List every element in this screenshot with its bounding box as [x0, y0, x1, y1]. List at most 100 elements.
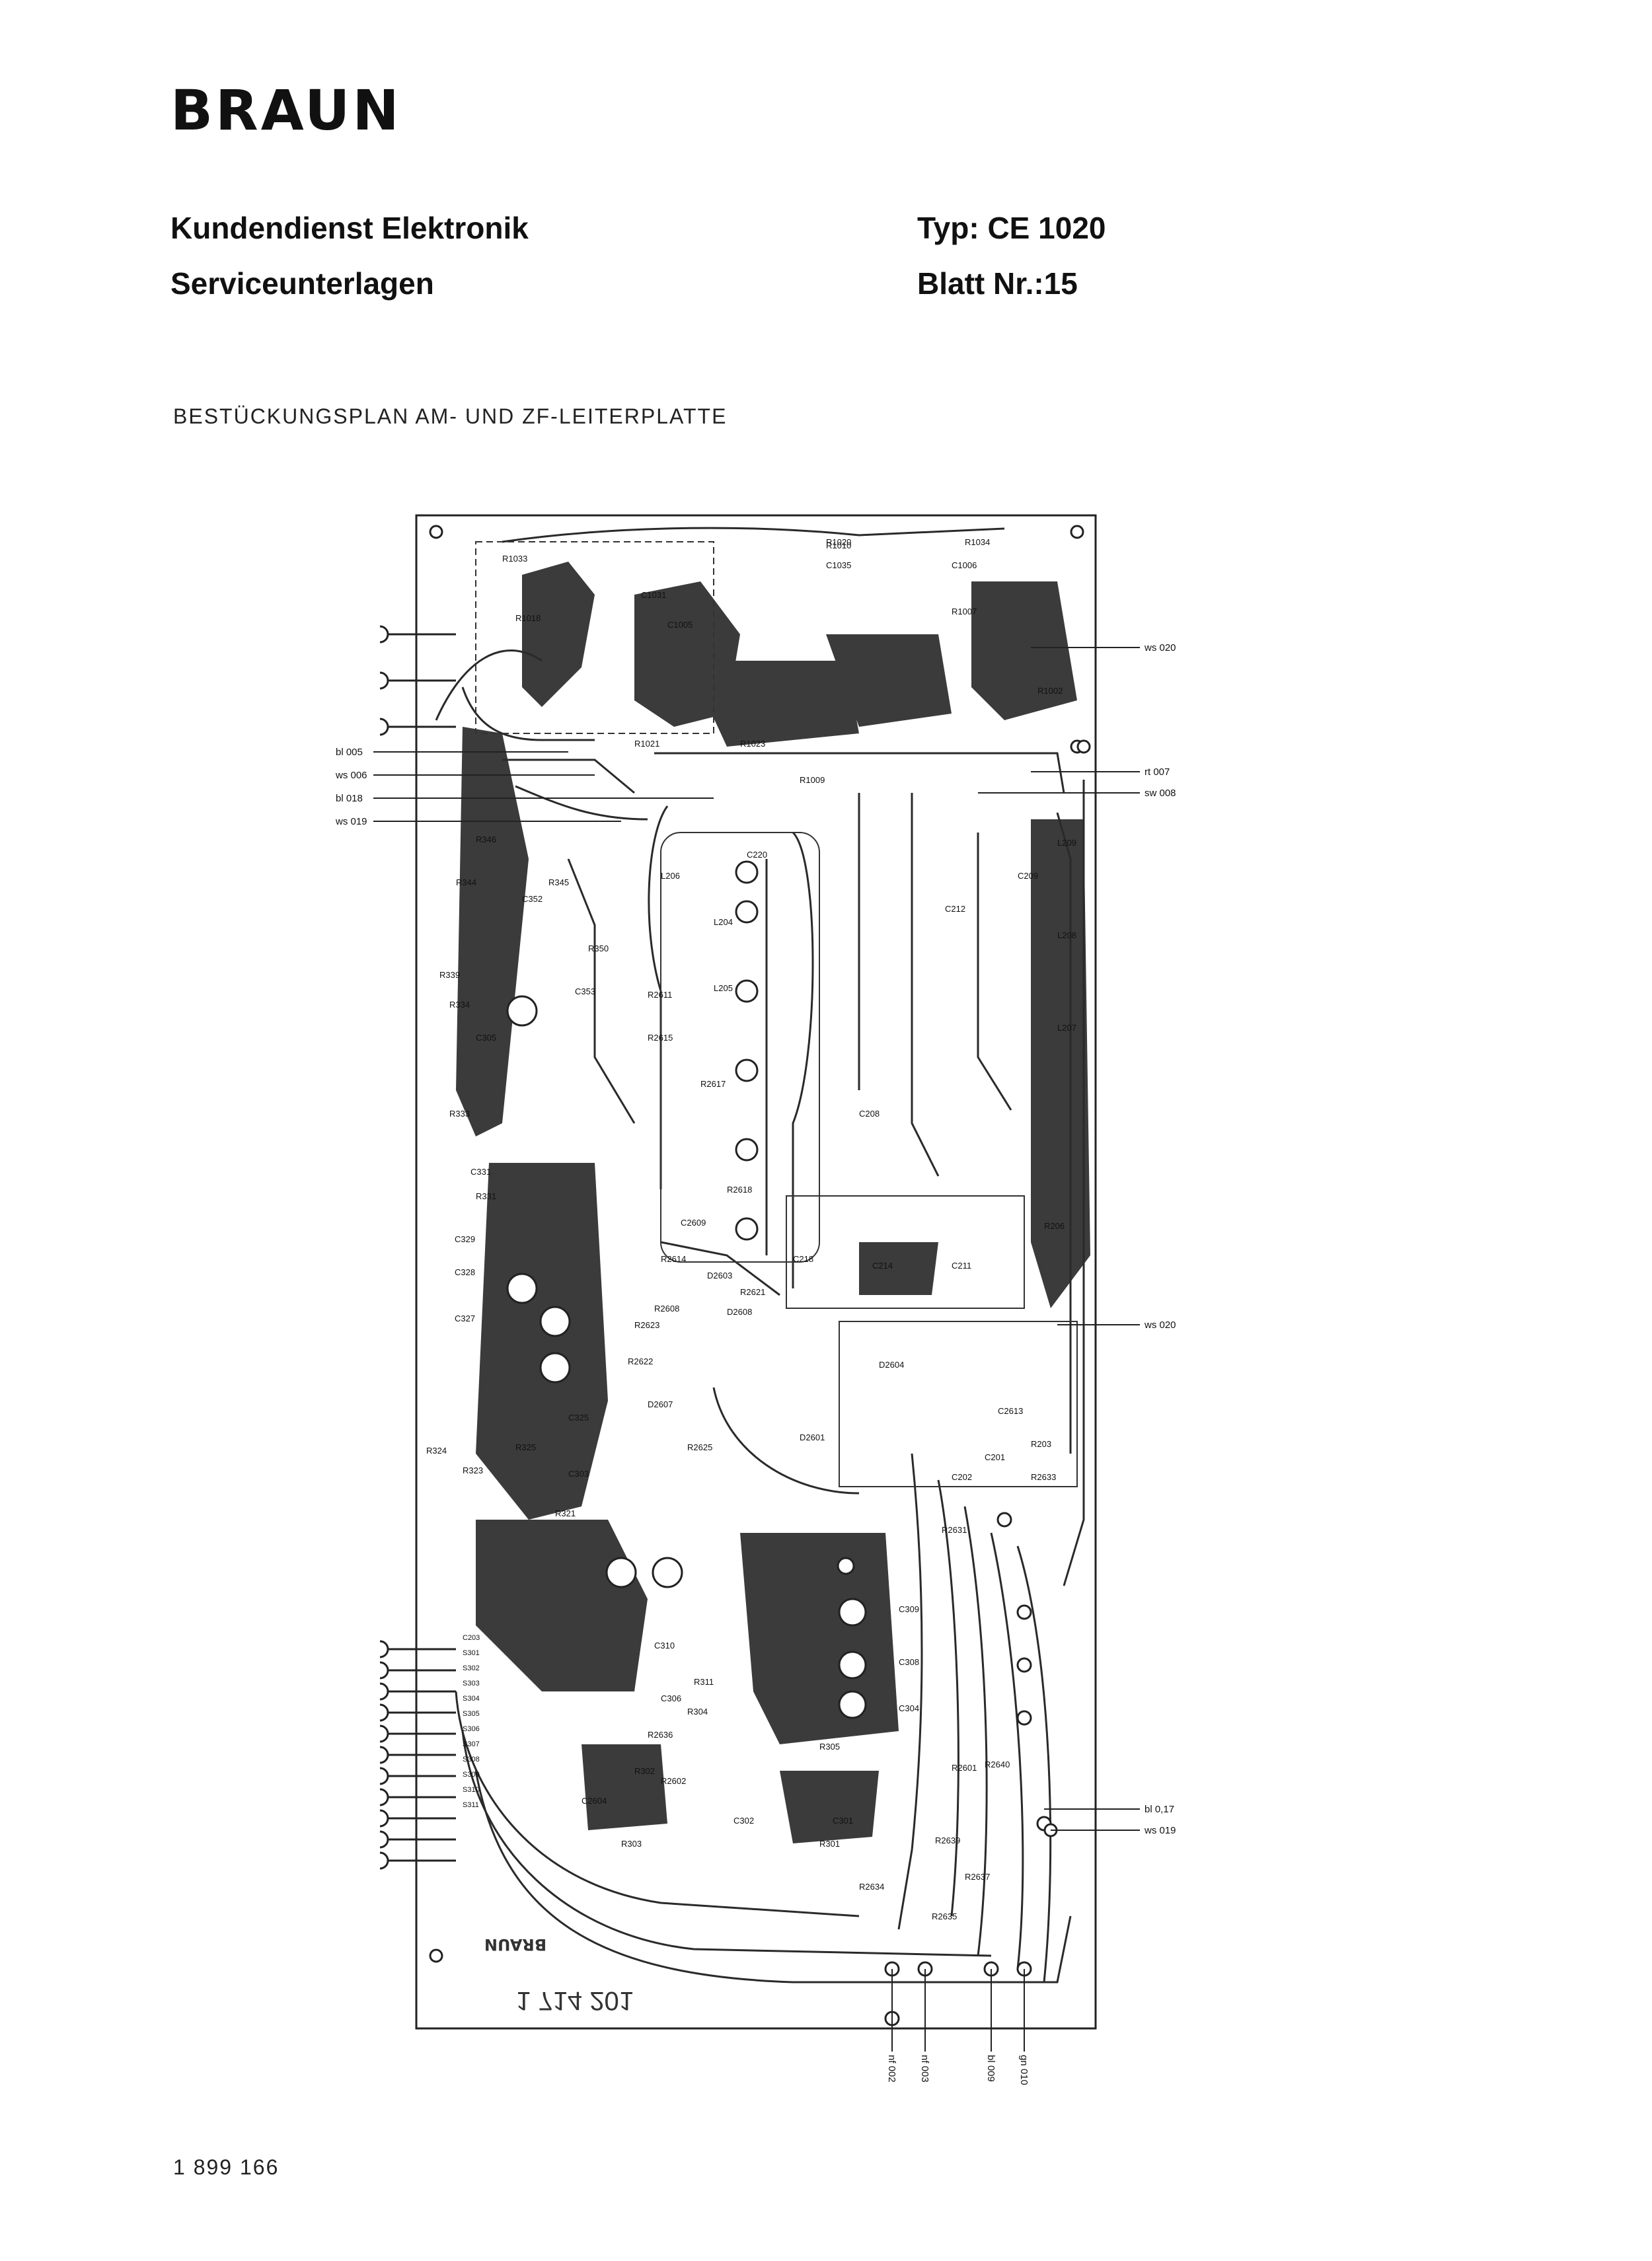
component-label: D2603	[707, 1271, 732, 1280]
component-label: S305	[463, 1710, 480, 1718]
component-label: C309	[899, 1604, 919, 1614]
component-label: C327	[455, 1314, 475, 1323]
component-label: S306	[463, 1725, 480, 1733]
component-label: R2618	[727, 1185, 752, 1195]
component-label: R303	[621, 1839, 642, 1849]
component-label: R1033	[502, 554, 527, 564]
component-label: S308	[463, 1756, 480, 1763]
component-label: C308	[899, 1657, 919, 1667]
component-label: D2601	[800, 1432, 825, 1442]
component-label: R2631	[942, 1525, 967, 1535]
connector-arcs-bottom	[379, 1640, 456, 1870]
solder-pads	[429, 525, 1091, 2026]
component-label: C203	[463, 1634, 480, 1642]
component-label: C201	[985, 1452, 1005, 1462]
connector-label: nf 003	[919, 2055, 930, 2083]
component-label: C2604	[582, 1796, 607, 1806]
component-label: C1031	[641, 590, 666, 600]
component-label: L208	[1057, 930, 1076, 940]
connector-label: nf 002	[886, 2055, 897, 2083]
component-label: S311	[463, 1801, 479, 1809]
component-label: C306	[661, 1693, 681, 1703]
connector-arcs-top	[379, 625, 456, 736]
component-label: R1021	[634, 739, 659, 749]
panel-outlines	[475, 541, 1078, 1487]
connector-label: sw 008	[1145, 788, 1176, 799]
component-label: L206	[661, 871, 680, 881]
component-label: R344	[456, 877, 476, 887]
component-label: L207	[1057, 1023, 1076, 1033]
component-label: C211	[952, 1261, 971, 1271]
component-label: L209	[1057, 838, 1076, 848]
connector-label: rt 007	[1145, 766, 1170, 778]
component-label: R2633	[1031, 1472, 1056, 1482]
component-label: R2625	[687, 1442, 712, 1452]
component-label: S302	[463, 1664, 480, 1672]
component-label: R304	[687, 1707, 708, 1717]
component-labels: R1033 R1034 R1018 R1020 C1031 C1035 C100…	[426, 537, 1076, 1921]
component-label: D2604	[879, 1360, 904, 1370]
left-connector-wires	[373, 751, 714, 822]
right-connector-wires	[978, 647, 1140, 1831]
connector-label: bl 005	[336, 747, 363, 758]
connector-label: bl 009	[985, 2055, 996, 2082]
component-label: C214	[872, 1261, 893, 1271]
component-label: R2639	[935, 1835, 960, 1845]
board-logo-imprint: BRAUN	[484, 1935, 546, 1954]
copper-pour	[456, 562, 1090, 1843]
component-label: C331	[470, 1167, 491, 1177]
connector-label: gn 010	[1018, 2055, 1030, 2085]
component-label: R1018	[515, 613, 541, 623]
component-label: R2614	[661, 1254, 686, 1264]
component-label: R2636	[648, 1730, 673, 1740]
component-label: R2602	[661, 1776, 686, 1786]
component-label: R1007	[952, 607, 977, 616]
component-label: C301	[833, 1816, 853, 1826]
component-label: R2634	[859, 1882, 884, 1892]
component-label: R350	[588, 944, 609, 953]
component-label: D2607	[648, 1399, 673, 1409]
component-label: C325	[568, 1413, 589, 1423]
component-label: C305	[476, 1033, 496, 1043]
bottom-connector-wires	[891, 1969, 1025, 2052]
component-label: C1035	[826, 560, 851, 570]
component-label: C220	[747, 850, 767, 860]
component-label: R2640	[985, 1760, 1010, 1769]
component-label: R2617	[700, 1079, 726, 1089]
connector-label: ws 020	[1144, 642, 1176, 653]
component-label: C212	[945, 904, 965, 914]
component-label: S304	[463, 1695, 480, 1703]
component-label: R323	[463, 1465, 483, 1475]
component-label: R305	[819, 1742, 840, 1752]
component-label: C328	[455, 1267, 475, 1277]
connector-label: ws 019	[1144, 1825, 1176, 1836]
component-label: R1023	[740, 739, 765, 749]
component-label: S310	[463, 1786, 480, 1794]
component-label: R301	[819, 1839, 840, 1849]
component-label: C208	[859, 1109, 880, 1119]
component-label: R302	[634, 1766, 655, 1776]
component-label: R2608	[654, 1304, 679, 1314]
component-label: C352	[522, 894, 543, 904]
component-label: R1009	[800, 775, 825, 785]
component-label: R1020	[826, 537, 851, 547]
component-label: R2601	[952, 1763, 977, 1773]
component-label: C304	[899, 1703, 919, 1713]
component-label: R2622	[628, 1356, 653, 1366]
component-label: R345	[548, 877, 569, 887]
component-label: C310	[654, 1641, 675, 1650]
component-label: C2613	[998, 1406, 1023, 1416]
connector-label: ws 020	[1144, 1319, 1176, 1331]
component-label: R331	[476, 1191, 496, 1201]
component-label: R2621	[740, 1287, 765, 1297]
component-label: R1002	[1037, 686, 1063, 696]
document-number: 1 899 166	[173, 2155, 280, 2179]
component-label: L204	[714, 917, 733, 927]
document-type: Serviceunterlagen	[170, 266, 434, 301]
component-label: C202	[952, 1472, 972, 1482]
board-part-number: 1 714 201	[516, 1986, 634, 2015]
component-label: R2615	[648, 1033, 673, 1043]
connector-label: ws 006	[335, 770, 367, 781]
component-label: R324	[426, 1446, 447, 1456]
